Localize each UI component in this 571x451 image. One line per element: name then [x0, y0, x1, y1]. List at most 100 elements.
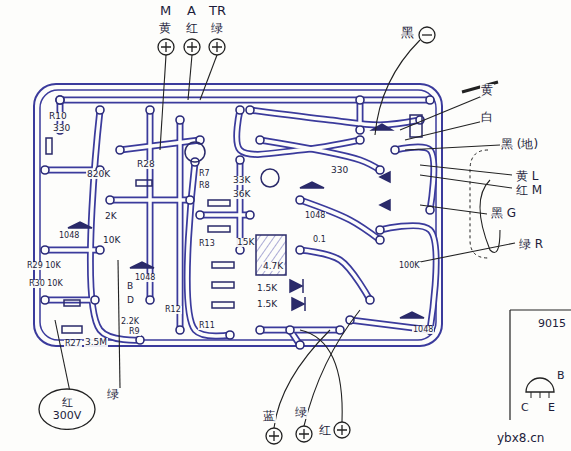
pad: [246, 106, 254, 114]
terminal-circle: [261, 169, 279, 187]
diode-bar: [304, 297, 306, 311]
terminal-marks: [161, 35, 432, 441]
pad: [136, 336, 144, 344]
trace-inner: [90, 110, 140, 340]
label-text: 黄 L: [515, 170, 540, 183]
trace-inner: [110, 198, 190, 202]
part-value: 2K: [104, 212, 118, 221]
leader-lines: [55, 40, 515, 428]
pad: [196, 211, 204, 219]
bracket: [470, 150, 488, 258]
trace: [250, 110, 420, 125]
part-value: 820K: [86, 170, 111, 179]
resistor-symbol: [62, 326, 82, 333]
part-value: 1048: [58, 232, 80, 240]
to92-outline: [526, 378, 554, 392]
diode-symbol: [290, 280, 302, 292]
part-value: R29 10K: [26, 262, 62, 270]
trace: [177, 120, 184, 330]
trace-inner: [200, 213, 250, 217]
pad: [176, 116, 184, 124]
label-text: E: [547, 402, 556, 414]
label-text: 黄: [158, 22, 172, 35]
part-value: 330: [330, 166, 349, 175]
resistor-symbol: [208, 226, 230, 232]
pad: [146, 296, 154, 304]
label-text: B: [556, 370, 566, 382]
pad: [256, 326, 264, 334]
board-outline: [34, 84, 442, 346]
pad: [236, 106, 244, 114]
trace: [90, 110, 140, 340]
transistor-symbol: [372, 124, 392, 130]
part-value: 1048: [412, 326, 434, 334]
trace: [395, 147, 434, 210]
part-value: 36K: [232, 190, 251, 199]
part-value: B: [126, 282, 134, 291]
pad: [41, 246, 49, 254]
trace-inner: [395, 147, 434, 210]
node-text: 红 300V: [50, 396, 84, 422]
part-value: R12: [164, 306, 182, 314]
pad: [56, 96, 64, 104]
pad: [146, 106, 154, 114]
part-value: 3.5M: [84, 338, 108, 347]
pad: [376, 236, 384, 244]
label-text: 红: [185, 22, 199, 35]
pad: [376, 166, 384, 174]
trace: [60, 97, 430, 104]
label-text: 0.1: [312, 236, 327, 244]
part-value: D: [126, 296, 135, 305]
trace-inner: [300, 200, 380, 240]
resistor-symbol: [208, 200, 230, 206]
resistor-symbol: [212, 282, 234, 288]
pad: [366, 296, 374, 304]
pad: [41, 166, 49, 174]
trace: [300, 250, 370, 300]
terminals: [158, 27, 435, 444]
terminal-name: A: [186, 4, 197, 18]
diode-symbol: [380, 172, 390, 182]
transistor-symbol: [300, 182, 324, 188]
trace: [237, 160, 244, 250]
trace: [260, 140, 380, 170]
pad: [96, 246, 104, 254]
part-value: 33K: [232, 176, 251, 185]
inset-frame: [510, 310, 571, 420]
trace-inner: [250, 110, 420, 125]
trace-inner: [60, 98, 430, 102]
label-text: 黑: [400, 26, 415, 40]
part-value: 2.2K: [120, 318, 140, 326]
pad: [296, 196, 304, 204]
label-text: 蓝: [262, 410, 276, 423]
part-value: R13: [198, 240, 216, 248]
trace-inner: [238, 160, 242, 250]
label-text: 绿 R: [518, 238, 544, 251]
terminal-name: M: [159, 4, 172, 18]
pad: [106, 196, 114, 204]
label-text: 绿: [106, 388, 120, 401]
to92-pins: [531, 392, 549, 398]
pad: [56, 96, 64, 104]
pad: [96, 106, 104, 114]
part-value: 330: [52, 124, 71, 133]
part-value: 10K: [102, 236, 121, 245]
pad: [336, 326, 344, 334]
pad: [246, 211, 254, 219]
transistor-symbol: [68, 222, 92, 228]
trace: [300, 200, 380, 240]
pad: [286, 326, 294, 334]
transistor-symbol: [400, 312, 424, 318]
trace: [147, 110, 154, 300]
copper-traces: [45, 100, 436, 345]
transistor-symbol: [130, 262, 154, 268]
trace-inner: [300, 250, 370, 300]
pad: [236, 156, 244, 164]
pad: [356, 136, 364, 144]
part-value: R10: [48, 112, 68, 121]
pad: [356, 126, 364, 134]
pad: [41, 296, 49, 304]
part-value: 1048: [304, 212, 326, 220]
label-text: 9015: [537, 318, 567, 330]
